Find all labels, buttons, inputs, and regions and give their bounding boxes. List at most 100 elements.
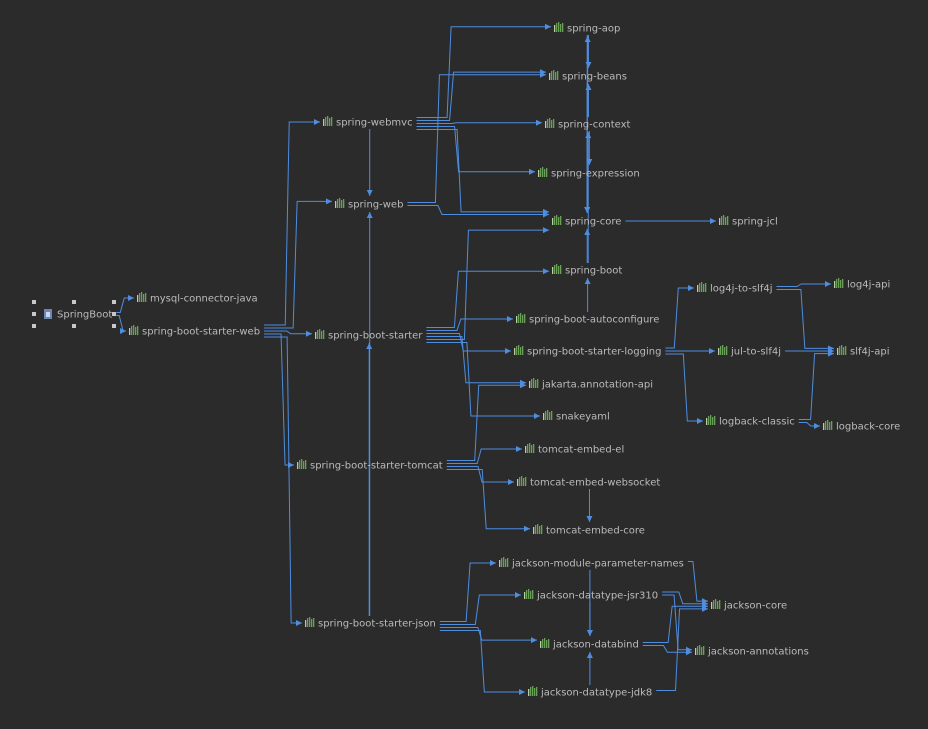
edge-log4j-to-slf4j-to-slf4j-api — [776, 289, 834, 352]
node-label: spring-beans — [562, 72, 627, 83]
library-icon — [524, 589, 534, 599]
library-icon — [552, 215, 562, 225]
node-log4j-api[interactable]: log4j-api — [834, 278, 890, 291]
edge-springboot-to-spring-boot-starter-web — [116, 315, 126, 334]
node-label: slf4j-api — [850, 347, 890, 358]
library-icon — [823, 420, 833, 430]
node-label: log4j-api — [847, 280, 890, 291]
resize-handle[interactable] — [112, 312, 116, 316]
node-spring-boot-autoconfigure[interactable]: spring-boot-autoconfigure — [516, 313, 659, 326]
node-label: jul-to-slf4j — [730, 347, 781, 358]
node-label: spring-boot-starter-tomcat — [310, 461, 443, 472]
edge-log4j-to-slf4j-to-log4j-api — [776, 281, 831, 287]
nodes-layer: SpringBoot mysql-connector-java spring-boo… — [44, 22, 900, 699]
library-icon — [695, 645, 705, 655]
node-logback-classic[interactable]: logback-classic — [706, 415, 795, 428]
edge-spring-webmvc-to-spring-expression — [416, 126, 535, 175]
resize-handle[interactable] — [32, 324, 36, 328]
node-label: snakeyaml — [556, 412, 610, 423]
node-snakeyaml[interactable]: snakeyaml — [543, 410, 610, 423]
edge-spring-boot-starter-json-to-jackson-databind — [439, 627, 537, 644]
node-jackson-databind[interactable]: jackson-databind — [540, 638, 639, 651]
edge-spring-boot-starter-web-to-spring-boot-starter-tomcat — [264, 333, 294, 468]
node-label: jackson-datatype-jdk8 — [540, 688, 652, 699]
node-jul-to-slf4j[interactable]: jul-to-slf4j — [718, 345, 781, 358]
library-icon — [552, 264, 562, 274]
library-icon — [697, 282, 707, 292]
resize-handle[interactable] — [32, 300, 36, 304]
edge-spring-web-to-spring-core — [407, 205, 549, 218]
edge-spring-boot-starter-logging-to-logback-classic — [665, 353, 703, 424]
node-spring-core[interactable]: spring-core — [552, 215, 621, 228]
node-spring-boot-starter-tomcat[interactable]: spring-boot-starter-tomcat — [297, 459, 443, 472]
edge-spring-web-to-spring-beans — [407, 71, 546, 203]
node-mysql-connector-java[interactable]: mysql-connector-java — [137, 292, 258, 305]
node-tomcat-embed-el[interactable]: tomcat-embed-el — [525, 443, 624, 456]
node-jackson-datatype-jsr310[interactable]: jackson-datatype-jsr310 — [524, 589, 658, 602]
library-icon — [129, 325, 139, 335]
node-spring-webmvc[interactable]: spring-webmvc — [323, 116, 413, 129]
node-jackson-core[interactable]: jackson-core — [711, 599, 787, 612]
edge-spring-boot-starter-web-to-spring-boot-starter — [264, 330, 312, 337]
library-icon — [335, 198, 345, 208]
node-spring-boot-starter-web[interactable]: spring-boot-starter-web — [129, 325, 260, 338]
resize-handle[interactable] — [112, 300, 116, 304]
library-icon — [540, 638, 550, 648]
library-icon — [305, 617, 315, 627]
node-jackson-annotations[interactable]: jackson-annotations — [695, 645, 809, 658]
library-icon — [718, 345, 728, 355]
resize-handle[interactable] — [72, 324, 76, 328]
library-icon — [706, 415, 716, 425]
resize-handle[interactable] — [32, 312, 36, 316]
node-log4j-to-slf4j[interactable]: log4j-to-slf4j — [697, 282, 772, 295]
node-spring-expression[interactable]: spring-expression — [538, 167, 640, 180]
node-spring-boot-starter-logging[interactable]: spring-boot-starter-logging — [514, 345, 661, 358]
node-spring-web[interactable]: spring-web — [335, 198, 403, 211]
node-jakarta.annotation-api[interactable]: jakarta.annotation-api — [529, 378, 653, 391]
edge-springboot-to-mysql-connector-java — [116, 295, 134, 313]
library-icon — [549, 70, 559, 80]
node-label: spring-boot-starter — [328, 331, 423, 342]
module-icon — [44, 309, 52, 319]
node-spring-beans[interactable]: spring-beans — [549, 70, 627, 83]
library-icon — [525, 443, 535, 453]
edge-spring-boot-starter-tomcat-to-tomcat-embed-websocket — [446, 466, 514, 485]
node-spring-boot[interactable]: spring-boot — [552, 264, 622, 277]
node-label: SpringBoot — [57, 310, 112, 321]
node-springboot[interactable]: SpringBoot — [44, 309, 112, 321]
node-logback-core[interactable]: logback-core — [823, 420, 900, 433]
node-label: spring-jcl — [732, 217, 778, 228]
edge-spring-boot-starter-to-spring-boot — [426, 268, 549, 328]
resize-handle[interactable] — [112, 324, 116, 328]
node-label: spring-boot-starter-web — [142, 327, 260, 338]
edge-jackson-module-parameter-names-to-jackson-core — [687, 561, 708, 605]
node-slf4j-api[interactable]: slf4j-api — [837, 345, 890, 358]
node-jackson-module-parameter-names[interactable]: jackson-module-parameter-names — [499, 557, 684, 570]
edge-jackson-databind-to-jackson-annotations — [642, 645, 692, 656]
library-icon — [711, 599, 721, 609]
resize-handle[interactable] — [72, 300, 76, 304]
library-icon — [834, 278, 844, 288]
node-label: jackson-datatype-jsr310 — [536, 591, 658, 602]
node-label: tomcat-embed-el — [538, 445, 624, 456]
node-label: spring-core — [565, 217, 621, 228]
library-icon — [323, 116, 333, 126]
edge-logback-classic-to-logback-core — [798, 422, 820, 429]
node-label: jakarta.annotation-api — [541, 380, 653, 391]
node-spring-aop[interactable]: spring-aop — [554, 22, 620, 35]
edge-spring-webmvc-to-spring-beans — [416, 69, 546, 121]
selection-handles[interactable] — [32, 300, 116, 328]
edge-spring-boot-starter-to-spring-core — [426, 227, 549, 340]
node-label: spring-boot-autoconfigure — [529, 315, 659, 326]
node-spring-context[interactable]: spring-context — [545, 118, 631, 131]
node-label: mysql-connector-java — [150, 294, 258, 305]
node-spring-boot-starter[interactable]: spring-boot-starter — [315, 329, 423, 342]
node-tomcat-embed-core[interactable]: tomcat-embed-core — [533, 524, 645, 537]
node-spring-boot-starter-json[interactable]: spring-boot-starter-json — [305, 617, 436, 630]
node-tomcat-embed-websocket[interactable]: tomcat-embed-websocket — [517, 476, 660, 489]
edge-spring-boot-starter-tomcat-to-tomcat-embed-el — [446, 446, 522, 464]
node-label: log4j-to-slf4j — [710, 284, 772, 295]
node-spring-jcl[interactable]: spring-jcl — [719, 215, 778, 228]
node-jackson-datatype-jdk8[interactable]: jackson-datatype-jdk8 — [528, 686, 652, 699]
